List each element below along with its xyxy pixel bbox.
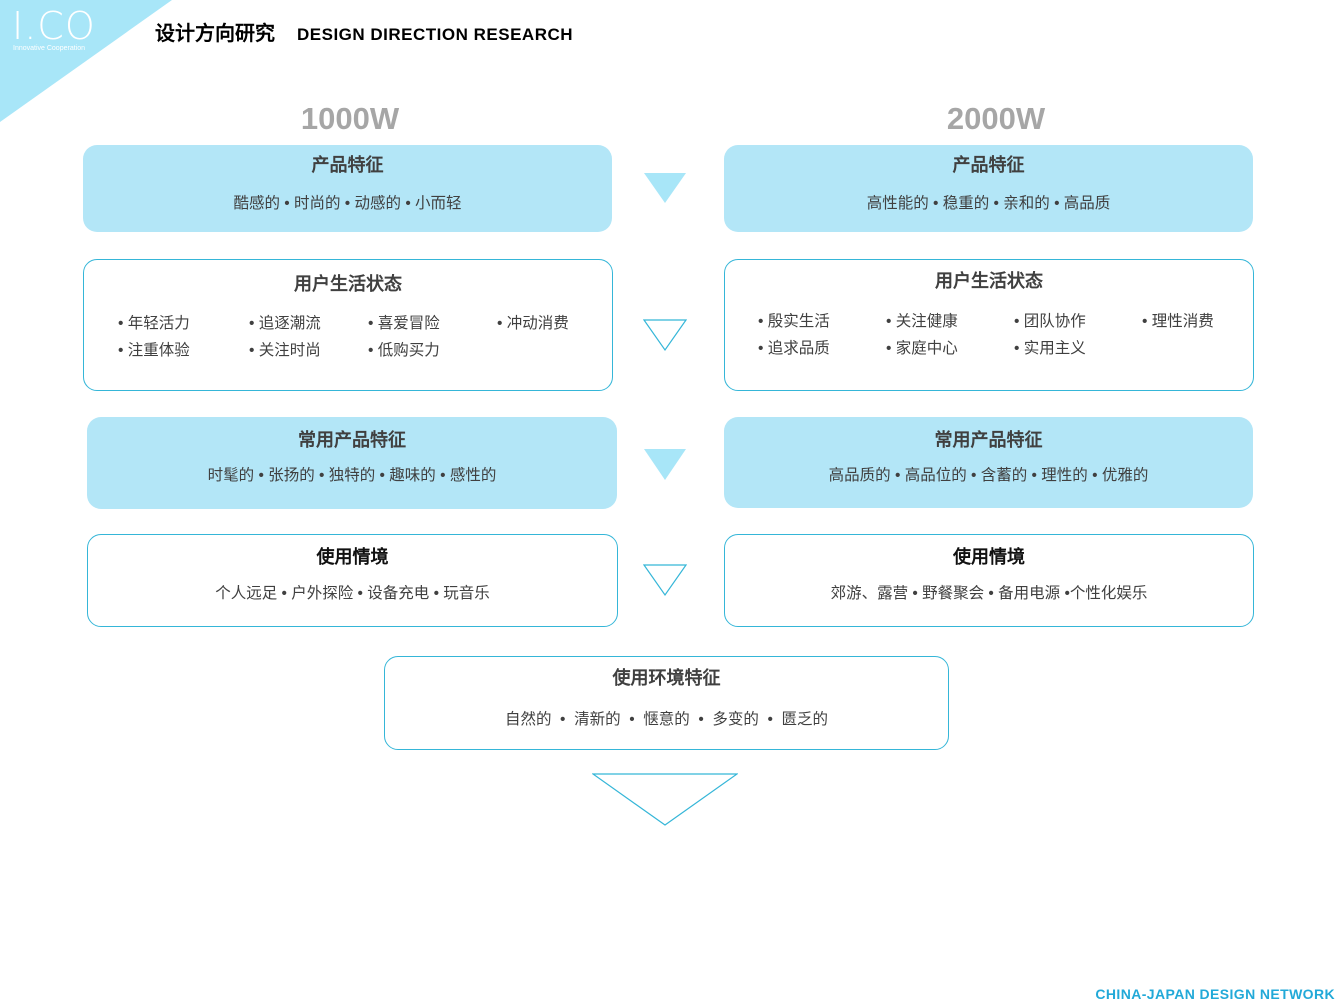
down-arrow-outline-icon [643, 564, 687, 597]
right-common-features-box: 常用产品特征 高品质的 • 高品位的 • 含蓄的 • 理性的 • 优雅的 [724, 417, 1253, 508]
right-user-life-item: • 团队协作 [1014, 313, 1086, 330]
left-common-features-title: 常用产品特征 [298, 430, 406, 450]
left-user-life-item: • 低购买力 [368, 342, 440, 359]
right-common-features-title: 常用产品特征 [934, 430, 1043, 450]
environment-box: 使用环境特征 自然的 • 清新的 • 惬意的 • 多变的 • 匮乏的 [384, 656, 949, 750]
right-user-life-item: • 关注健康 [886, 313, 958, 330]
right-user-life-item: • 理性消费 [1142, 313, 1214, 330]
left-common-features-text: 时髦的 • 张扬的 • 独特的 • 趣味的 • 感性的 [207, 467, 497, 484]
logo-wordmark: I.CO [12, 4, 96, 48]
environment-title: 使用环境特征 [612, 668, 721, 688]
logo-tagline: Innovative Cooperation [13, 45, 85, 52]
environment-text: 自然的 • 清新的 • 惬意的 • 多变的 • 匮乏的 [504, 711, 829, 728]
right-user-life-item: • 实用主义 [1014, 340, 1086, 357]
left-user-life-box: 用户生活状态 • 年轻活力 • 追逐潮流 • 喜爱冒险 • 冲动消费 • 注重体… [83, 259, 613, 391]
down-arrow-filled-icon [643, 172, 687, 204]
left-user-life-item: • 冲动消费 [497, 315, 569, 332]
down-arrow-filled-icon [643, 448, 687, 481]
large-down-arrow-outline-icon [592, 773, 738, 827]
right-usage-title: 使用情境 [953, 547, 1025, 567]
left-usage-title: 使用情境 [316, 547, 389, 567]
corner-logo-badge [0, 0, 175, 125]
right-user-life-title: 用户生活状态 [935, 271, 1043, 291]
right-user-life-item: • 家庭中心 [886, 340, 958, 357]
left-user-life-item: • 追逐潮流 [249, 315, 321, 332]
left-common-features-box: 常用产品特征 时髦的 • 张扬的 • 独特的 • 趣味的 • 感性的 [87, 417, 617, 509]
right-user-life-item: • 追求品质 [758, 340, 830, 357]
right-product-features-text: 高性能的 • 稳重的 • 亲和的 • 高品质 [866, 195, 1111, 212]
left-product-features-box: 产品特征 酷感的 • 时尚的 • 动感的 • 小而轻 [83, 145, 612, 232]
right-common-features-text: 高品质的 • 高品位的 • 含蓄的 • 理性的 • 优雅的 [828, 467, 1149, 484]
column-label-left: 1000W [300, 101, 400, 136]
left-user-life-item: • 年轻活力 [118, 315, 190, 332]
footer-network-label: CHINA-JAPAN DESIGN NETWORK [1095, 986, 1335, 1002]
left-user-life-item: • 注重体验 [118, 342, 190, 359]
right-product-features-title: 产品特征 [952, 155, 1025, 175]
left-usage-text: 个人远足 • 户外探险 • 设备充电 • 玩音乐 [215, 585, 490, 602]
left-user-life-title: 用户生活状态 [294, 274, 402, 294]
left-user-life-item: • 喜爱冒险 [368, 315, 440, 332]
down-arrow-outline-icon [643, 319, 687, 352]
right-user-life-item: • 殷实生活 [758, 313, 830, 330]
left-product-features-title: 产品特征 [311, 155, 384, 175]
right-usage-box: 使用情境 郊游、露营 • 野餐聚会 • 备用电源 •个性化娱乐 [724, 534, 1254, 627]
right-product-features-box: 产品特征 高性能的 • 稳重的 • 亲和的 • 高品质 [724, 145, 1253, 232]
page-title: 设计方向研究 [155, 23, 275, 45]
corner-triangle-shape [0, 0, 172, 122]
page-subtitle: DESIGN DIRECTION RESEARCH [297, 25, 574, 44]
right-user-life-box: 用户生活状态 • 殷实生活 • 关注健康 • 团队协作 • 理性消费 • 追求品… [724, 259, 1254, 391]
right-usage-text: 郊游、露营 • 野餐聚会 • 备用电源 •个性化娱乐 [830, 585, 1148, 602]
column-label-right: 2000W [946, 101, 1046, 136]
left-product-features-text: 酷感的 • 时尚的 • 动感的 • 小而轻 [233, 195, 462, 212]
left-user-life-item: • 关注时尚 [249, 342, 321, 359]
left-usage-box: 使用情境 个人远足 • 户外探险 • 设备充电 • 玩音乐 [87, 534, 618, 627]
